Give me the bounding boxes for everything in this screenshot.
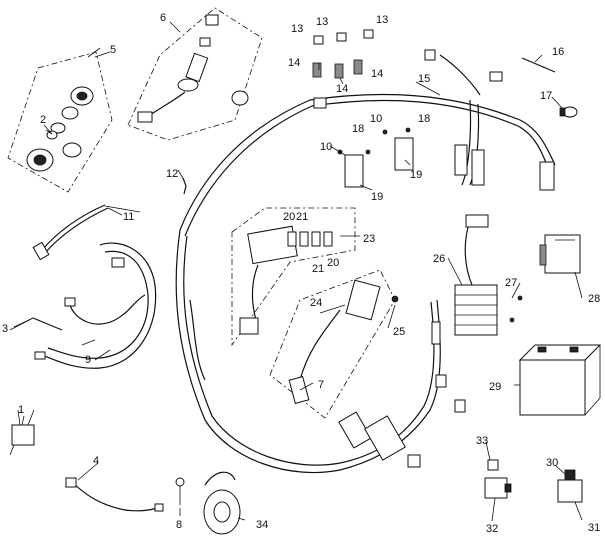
label-12: 12 [166,168,178,180]
label-27: 27 [505,277,517,289]
label-26: 26 [433,253,445,265]
label-19a: 19 [371,191,383,203]
label-9: 9 [85,354,91,366]
label-15: 15 [418,73,430,85]
label-34: 34 [256,519,268,531]
label-32: 32 [486,523,498,535]
label-30: 30 [546,457,558,469]
connector-group-23 [231,207,356,347]
label-18a: 18 [352,123,364,135]
label-14c: 14 [371,68,383,80]
label-16: 16 [552,46,564,58]
label-29: 29 [489,381,501,393]
label-21a: 21 [296,211,308,223]
label-13b: 13 [316,16,328,28]
label-3: 3 [2,323,8,335]
label-5: 5 [110,44,116,56]
label-31: 31 [588,522,600,534]
label-25: 25 [393,326,405,338]
label-10b: 10 [370,113,382,125]
label-13a: 13 [291,23,303,35]
label-2: 2 [40,114,46,126]
label-33: 33 [476,435,488,447]
label-21b: 21 [312,263,324,275]
label-28: 28 [588,293,600,305]
cable-4 [65,477,164,512]
label-6: 6 [160,12,166,24]
label-14a: 14 [288,57,300,69]
label-23: 23 [363,233,375,245]
label-24: 24 [310,297,322,309]
label-10a: 10 [320,141,332,153]
clip-part [177,169,187,195]
relay-32 [484,459,512,499]
regulator-26 [454,214,523,336]
cdi-unit-28 [539,234,581,274]
starter-relay-31 [557,469,583,503]
label-18b: 18 [418,113,430,125]
switches-19 [337,127,414,188]
label-20b: 20 [327,257,339,269]
pin-3 [9,317,63,331]
leader-lines [13,51,583,522]
label-19b: 19 [410,169,422,181]
small-connectors [312,29,374,79]
label-4: 4 [93,455,99,467]
label-1: 1 [18,404,24,416]
relay-1 [9,409,35,456]
label-20a: 20 [283,211,295,223]
horn-34 [175,471,241,535]
label-8: 8 [176,519,182,531]
label-13c: 13 [376,14,388,26]
coil-group-24 [269,269,399,419]
label-7: 7 [318,379,324,391]
label-11: 11 [123,211,134,223]
part-number-labels: 1 2 3 4 5 6 7 8 9 10 10 11 12 13 13 13 1… [2,12,600,535]
main-switch-assembly [127,7,263,141]
ignition-switch-kit [7,47,113,193]
pin-and-bulb [521,57,578,118]
sub-harness-9 [34,242,157,369]
battery-29 [518,344,602,416]
main-wiring-harness [175,49,556,474]
label-17: 17 [540,90,552,102]
label-14b: 14 [336,83,348,95]
sensor-cable [32,204,141,261]
